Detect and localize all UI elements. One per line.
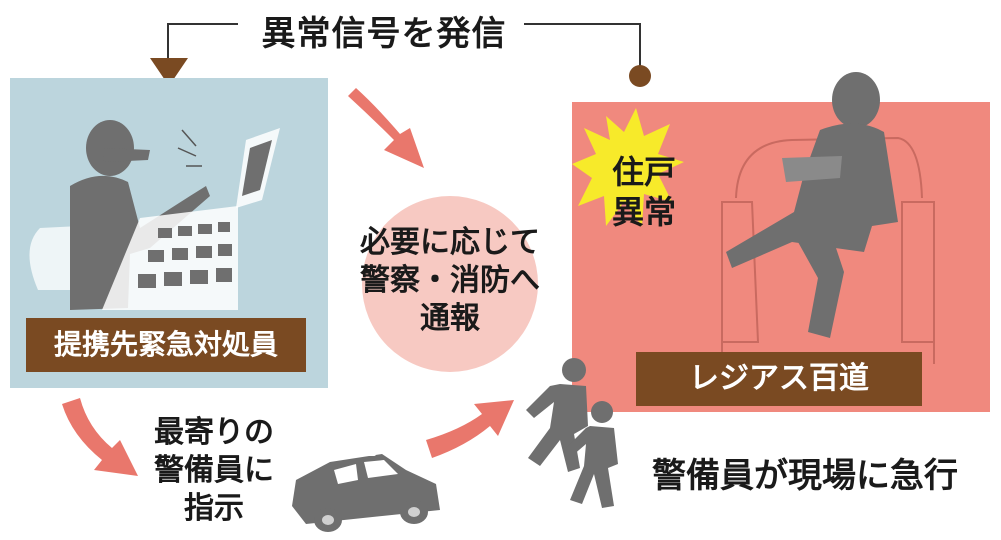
resident-silhouette [726, 72, 898, 338]
residence-label: レジアス百道 [636, 352, 922, 406]
running-guards-icon [526, 358, 618, 508]
patrol-car-icon [292, 450, 440, 532]
residence-scene [572, 72, 935, 364]
instruction-text: 最寄りの 警備員に 指示 [150, 414, 278, 528]
instruction-line-2: 警備員に [154, 453, 274, 488]
dispatcher-label: 提携先緊急対処員 [26, 318, 306, 372]
armchair-icon [721, 136, 935, 364]
signal-source-dot-icon [629, 65, 651, 87]
diagram-title: 異常信号を発信 [261, 14, 507, 54]
dispatcher-scene [29, 120, 280, 310]
guards-rush-text: 警備員が現場に急行 [652, 456, 958, 496]
keyboard-icon [102, 206, 238, 310]
instruction-line-1: 最寄りの [154, 415, 274, 450]
signal-arrowhead-icon [150, 58, 188, 86]
center-line-1: 必要に応じて [360, 225, 540, 260]
police-fire-text: 必要に応じて 警察・消防へ 通報 [342, 224, 558, 338]
alarm-line-2: 異常 [611, 193, 676, 231]
alarm-line-1: 住戸 [611, 153, 676, 191]
center-line-3: 通報 [420, 301, 480, 336]
alarm-burst-icon [572, 108, 684, 226]
curved-arrow-icon [348, 88, 424, 168]
curved-arrow-icon [62, 398, 138, 476]
center-line-2: 警察・消防へ [360, 263, 540, 298]
instruction-line-3: 指示 [184, 491, 244, 526]
monitor-icon [177, 128, 280, 208]
curved-arrow-icon [426, 400, 514, 458]
alarm-text: 住戸 異常 [604, 152, 684, 232]
police-fire-circle [362, 196, 538, 372]
